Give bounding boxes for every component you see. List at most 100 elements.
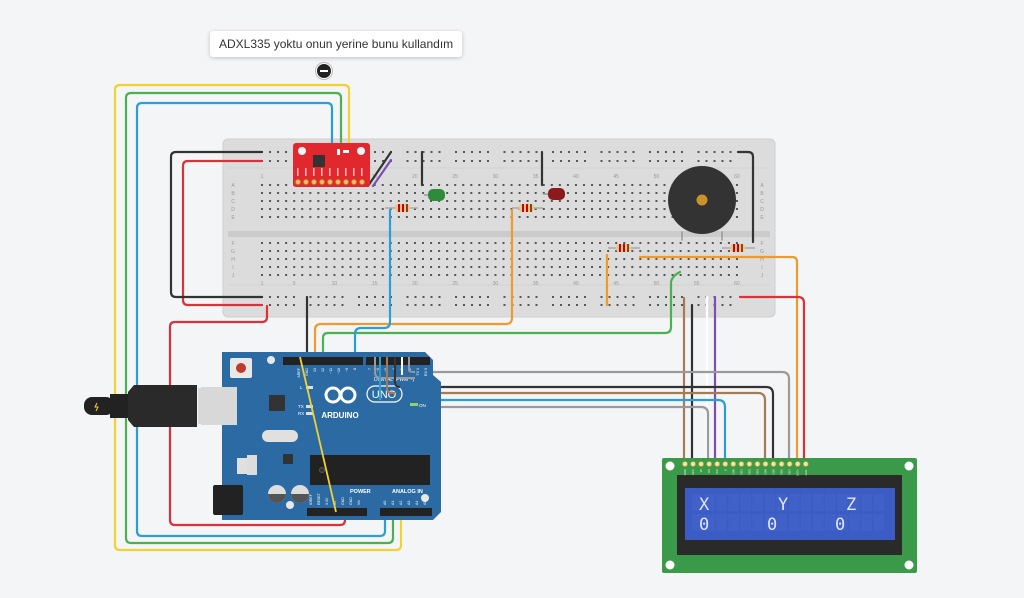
sensor-pin[interactable]	[326, 178, 333, 185]
lcd-pin-label: RW	[715, 469, 719, 474]
row-letter: C	[760, 199, 764, 205]
wire-red-lcd[interactable]	[738, 295, 806, 462]
wire-blue-lcd[interactable]	[378, 398, 727, 462]
sensor-pin[interactable]	[318, 178, 325, 185]
minus-circle-icon[interactable]	[316, 63, 332, 79]
sensor-pin[interactable]	[310, 178, 317, 185]
column-number: 1	[261, 174, 264, 180]
lcd-pin[interactable]	[690, 461, 696, 467]
lcd-pin[interactable]	[714, 461, 721, 467]
wire-blue-8[interactable]	[353, 208, 392, 359]
wire-gray-lcd2[interactable]	[423, 405, 710, 462]
wire-black-lcd[interactable]	[398, 385, 775, 462]
wire-black-rail[interactable]	[169, 150, 264, 299]
wire-orange-lcd[interactable]	[638, 255, 799, 462]
power-header	[307, 508, 367, 516]
row-letter: G	[760, 249, 764, 255]
power-pin-label: 5V	[333, 500, 337, 505]
lcd-pin[interactable]	[762, 461, 769, 467]
wire-yellow-a2[interactable]	[113, 83, 403, 552]
wires	[113, 83, 806, 552]
lcd-pin[interactable]	[698, 461, 704, 467]
red-led[interactable]	[543, 188, 565, 200]
wire-purple-sensor[interactable]	[371, 158, 393, 188]
lcd-pin[interactable]	[786, 461, 793, 467]
wire-yellow-aref[interactable]	[299, 356, 337, 513]
sensor-pin[interactable]	[350, 178, 357, 185]
column-number: 15	[372, 281, 378, 287]
power-jack	[213, 485, 243, 515]
lcd-pin[interactable]	[722, 461, 729, 467]
lcd-pin-label: GND	[683, 469, 687, 475]
sensor-pin[interactable]	[334, 178, 341, 185]
row-letter: B	[760, 191, 764, 197]
lcd-pin[interactable]	[754, 461, 761, 467]
column-number: 45	[613, 281, 619, 287]
lcd-pin[interactable]	[778, 461, 785, 467]
column-number: 40	[573, 281, 579, 287]
sensor-pin[interactable]	[302, 178, 309, 185]
arduino-uno[interactable]: ARDUINO UNO DIGITAL (PWM ~) POWER ANALOG…	[201, 352, 441, 520]
lcd-pin[interactable]	[706, 461, 713, 467]
piezo-buzzer[interactable]	[668, 166, 736, 234]
green-led[interactable]	[424, 189, 445, 201]
arduino-label: ARDUINO	[321, 411, 358, 420]
lcd-pin-label: RS	[707, 469, 711, 473]
wire-brown-lcd[interactable]	[393, 391, 767, 462]
lcd-x-value: 0	[699, 515, 709, 535]
wire-gray-lcd1[interactable]	[413, 370, 791, 462]
annotation-note[interactable]: ADXL335 yoktu onun yerine bunu kullandım	[210, 31, 463, 57]
resistor-4[interactable]	[722, 244, 755, 252]
lcd-pin-label: DB7	[788, 469, 792, 475]
lcd-pin[interactable]	[802, 461, 809, 467]
power-pin-label: Vin	[357, 500, 361, 505]
column-number: 45	[613, 174, 619, 180]
breadboard-holes	[261, 151, 738, 306]
lcd-pin[interactable]	[738, 461, 745, 467]
digital-pin-label: ~10	[337, 368, 341, 374]
wire-black-sensor[interactable]	[366, 150, 393, 188]
lcd-pin-label: DB6	[780, 469, 784, 475]
power-pin-label: 3.3V	[325, 497, 329, 505]
power-pin-label: GND	[349, 497, 353, 505]
wire-green-a1[interactable]	[124, 91, 395, 545]
row-letter: A	[231, 183, 235, 189]
resistor-3[interactable]	[608, 244, 640, 252]
column-number: 20	[412, 281, 418, 287]
digital-pin-label: GND	[305, 368, 309, 376]
digital-pin-label: RX 0	[424, 368, 428, 376]
row-letter: E	[760, 215, 764, 221]
wire-orange-13[interactable]	[313, 208, 514, 359]
resistor-1[interactable]	[385, 204, 418, 212]
wire-blue-a0[interactable]	[135, 101, 387, 538]
sensor-pin[interactable]	[294, 178, 301, 185]
sensor-pin[interactable]	[358, 178, 365, 185]
resistor-2[interactable]	[512, 204, 543, 212]
row-letter: F	[231, 241, 234, 247]
accelerometer-module[interactable]	[293, 143, 370, 187]
row-letter: H	[231, 257, 235, 263]
lcd-y-label: Y	[778, 495, 788, 515]
digital-pin-label: ~6	[376, 368, 380, 372]
sensor-pin[interactable]	[342, 178, 349, 185]
wire-black-buzzer[interactable]	[736, 150, 755, 244]
column-number: 50	[654, 174, 660, 180]
lcd-x-label: X	[699, 495, 710, 515]
lcd-pin[interactable]	[730, 461, 737, 467]
lcd-pin[interactable]	[746, 461, 753, 467]
row-letter: C	[231, 199, 235, 205]
lcd-pin-label: DB1	[739, 469, 743, 475]
wire-green-12[interactable]	[321, 270, 682, 359]
lcd-pin[interactable]	[770, 461, 777, 467]
lcd-pin[interactable]	[794, 461, 801, 467]
digital-pin-label: 7	[368, 368, 372, 370]
digital-pin-label: ~9	[345, 368, 349, 372]
wire-red-rail[interactable]	[181, 159, 264, 307]
row-letter: B	[231, 191, 235, 197]
column-number: 50	[654, 281, 660, 287]
lcd-pin-label: VCC	[691, 469, 695, 475]
lcd-pin[interactable]	[682, 461, 688, 467]
analog-pin-label: A4	[415, 501, 419, 505]
